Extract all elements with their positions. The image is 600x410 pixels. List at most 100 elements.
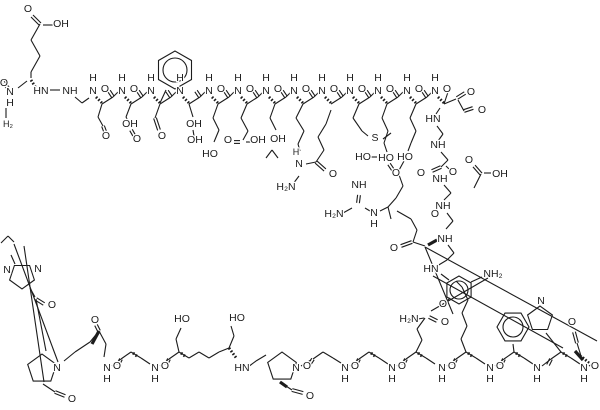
bond <box>397 160 405 173</box>
atom-label: N <box>341 362 349 374</box>
atom-label: O <box>478 104 486 116</box>
ring-bond <box>27 353 57 382</box>
bond <box>111 358 122 367</box>
bond <box>463 106 473 111</box>
bond <box>443 192 452 201</box>
atom-label: O <box>158 130 166 142</box>
bond <box>382 132 392 140</box>
atom-label: HN <box>425 113 440 125</box>
atom-label: H <box>533 373 541 385</box>
bond <box>432 275 564 349</box>
bond <box>307 357 313 365</box>
bond <box>465 351 477 359</box>
bond <box>230 325 235 337</box>
atom-label: O <box>443 83 451 95</box>
bond <box>297 130 305 145</box>
bond <box>424 246 454 315</box>
atom-label: N <box>346 85 354 97</box>
atom-label: O <box>465 154 473 166</box>
bond <box>425 357 436 365</box>
bond <box>369 91 376 98</box>
atom-label: O <box>24 3 32 15</box>
atom-label: N <box>234 85 242 97</box>
bond <box>358 351 370 360</box>
bond <box>443 184 452 194</box>
bond <box>576 342 582 357</box>
bond <box>240 96 248 104</box>
atom-label: O <box>496 360 504 372</box>
bond <box>167 89 173 97</box>
bond <box>455 280 463 288</box>
atom-label: N <box>176 85 184 97</box>
bond <box>325 109 332 125</box>
bond <box>460 338 467 353</box>
atom-label: H₂ <box>3 119 13 129</box>
atom-label: H <box>580 373 588 385</box>
bond <box>130 351 142 359</box>
atom-label: OH <box>492 168 508 180</box>
bond <box>225 89 231 97</box>
atom-label: OH <box>270 133 286 145</box>
atom-label: N <box>486 362 494 374</box>
bond <box>392 91 398 99</box>
atom-label: O <box>130 83 138 95</box>
atom-label: O <box>467 86 475 98</box>
bond <box>125 116 132 128</box>
bond <box>268 96 276 104</box>
bond <box>188 96 201 105</box>
atom-label: H <box>89 72 97 84</box>
bond <box>242 130 249 141</box>
bond <box>240 117 249 132</box>
bond <box>409 117 417 132</box>
bond <box>431 165 441 171</box>
ring-bond <box>267 351 297 380</box>
bond <box>436 259 448 267</box>
atom-label: N <box>431 85 439 97</box>
atom-label: N <box>438 362 446 374</box>
bond <box>305 161 317 165</box>
bond <box>446 358 457 367</box>
bond <box>30 23 41 41</box>
bond <box>446 212 454 222</box>
atom-label: S <box>371 132 378 144</box>
bond <box>409 96 417 104</box>
atom-label: NH <box>351 179 366 191</box>
bond <box>440 151 449 161</box>
atom-label: O <box>68 393 76 405</box>
ring-bond <box>496 312 530 342</box>
atom-label: O <box>302 83 310 95</box>
atom-label: HO <box>174 313 190 325</box>
bond <box>291 390 303 395</box>
bond <box>401 358 406 365</box>
atom-label: O <box>246 83 254 95</box>
bond <box>417 317 425 320</box>
bond <box>208 351 220 359</box>
bond <box>223 91 229 99</box>
bond <box>130 96 143 105</box>
bond <box>170 91 177 98</box>
bond <box>74 96 83 104</box>
atom-label: N <box>53 362 61 374</box>
bond <box>295 117 305 132</box>
bond <box>252 91 258 99</box>
bond <box>461 312 468 327</box>
bond <box>269 103 276 119</box>
bond <box>36 297 46 304</box>
bond <box>389 162 395 170</box>
atom-label: O <box>415 83 423 95</box>
bond <box>159 89 167 104</box>
bond <box>405 351 417 360</box>
bond <box>103 343 107 358</box>
bond <box>274 96 287 105</box>
bond <box>455 351 467 360</box>
bond <box>0 235 9 244</box>
bond <box>192 129 195 137</box>
atom-label: N <box>374 85 382 97</box>
bond <box>401 242 413 248</box>
bond <box>445 165 451 171</box>
bond <box>101 126 106 135</box>
bond <box>296 96 304 104</box>
bond <box>423 89 429 97</box>
bond <box>330 96 343 105</box>
bond <box>447 244 455 254</box>
